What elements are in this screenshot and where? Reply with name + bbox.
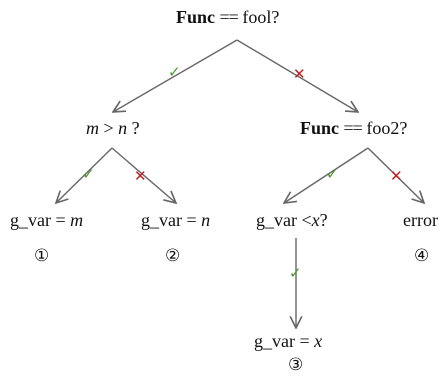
leaf-1-val: m [70, 210, 84, 230]
yes-check-icon: ✓ [326, 165, 339, 183]
no-cross-icon: ✕ [390, 167, 403, 185]
root-keyword: Func [176, 7, 216, 27]
leaf-3-var: g_var [254, 331, 295, 351]
root-operator: == [219, 7, 239, 27]
yes-check-icon: ✓ [168, 63, 181, 81]
leaf-4-error: error [403, 210, 438, 230]
yes-check-icon: ✓ [82, 165, 95, 183]
leaf-2-val: n [201, 210, 211, 230]
edge-left-to-leaf2 [111, 147, 176, 203]
edge-right-to-leaf4 [367, 147, 424, 203]
left-cond-op: > [103, 118, 114, 138]
leaf-3-number: ③ [288, 355, 304, 375]
inner-q: ? [319, 210, 328, 230]
inner-condition: g_var <x? [256, 210, 328, 230]
no-cross-icon: ✕ [293, 65, 306, 83]
right-operator: == [343, 118, 363, 138]
left-cond-q: ? [131, 118, 140, 138]
leaf-2-var: g_var [141, 210, 182, 230]
left-condition: m > n ? [86, 118, 140, 138]
leaf-2-op: = [186, 210, 197, 230]
edge-root-to-right [236, 39, 358, 112]
right-condition: Func == foo2? [300, 118, 407, 138]
edge-left-to-leaf1 [56, 147, 113, 203]
no-cross-icon: ✕ [134, 167, 147, 185]
leaf-3-assignment: g_var = x [254, 331, 322, 351]
leaf-1-assignment: g_var = m [10, 210, 83, 230]
leaf-3-op: = [299, 331, 310, 351]
inner-b: x [311, 210, 320, 230]
leaf-2-number: ② [165, 246, 181, 266]
leaf-2-assignment: g_var = n [141, 210, 210, 230]
edge-root-to-left [113, 39, 238, 112]
inner-op: < [301, 210, 312, 230]
right-keyword: Func [300, 118, 340, 138]
root-value: fool? [242, 7, 280, 27]
root-condition: Func == fool? [176, 7, 279, 27]
leaf-1-number: ① [34, 246, 50, 266]
right-value: foo2? [366, 118, 408, 138]
leaf-1-var: g_var [10, 210, 51, 230]
yes-check-icon: ✓ [289, 264, 302, 282]
inner-var: g_var [256, 210, 297, 230]
left-cond-b: n [118, 118, 128, 138]
edge-right-to-inner [284, 147, 369, 203]
left-cond-a: m [86, 118, 99, 138]
leaf-4-number: ④ [414, 246, 430, 266]
leaf-1-op: = [55, 210, 66, 230]
leaf-3-val: x [314, 331, 323, 351]
